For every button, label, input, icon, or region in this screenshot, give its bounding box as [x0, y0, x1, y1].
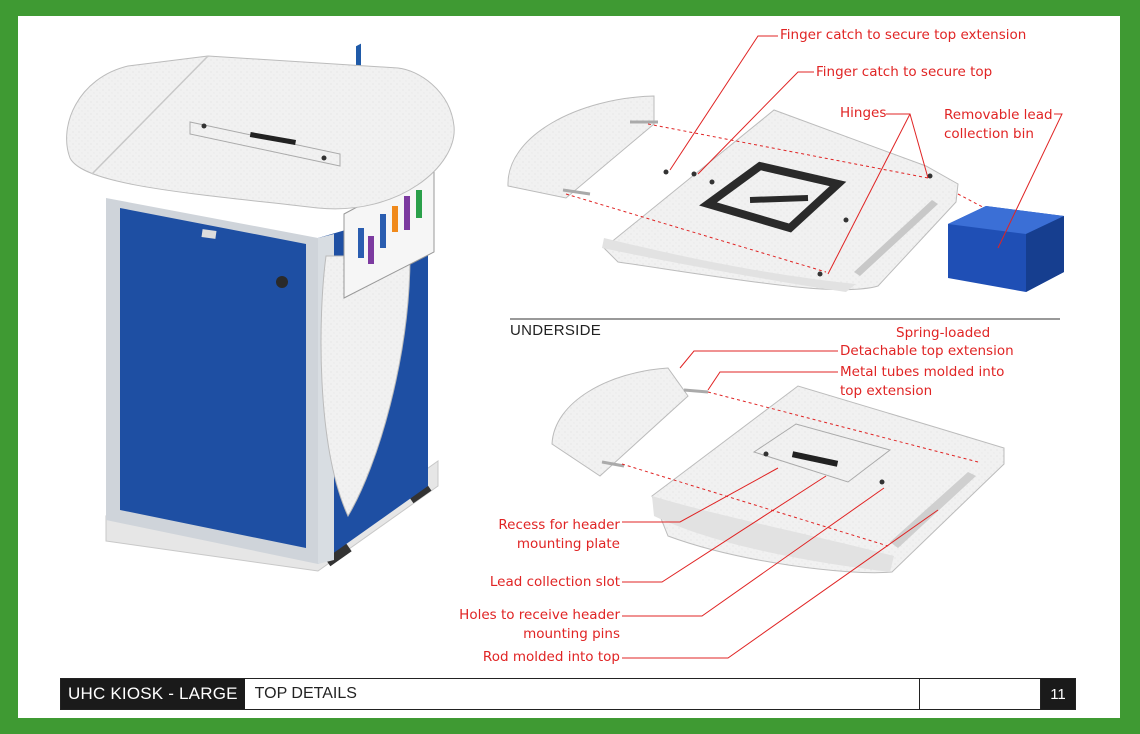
callout-finger-catch-top: Finger catch to secure top: [816, 64, 993, 80]
page-footer: UHC KIOSK - LARGE TOP DETAILS 11: [60, 678, 1076, 710]
callout-detachable-extension: Detachable top extension: [840, 343, 1014, 359]
catalog-page: Finger catch to secure top extension Fin…: [18, 16, 1120, 718]
kiosk-illustration: [66, 43, 455, 572]
callout-removable-bin-line1: Removable lead: [944, 107, 1053, 123]
footer-blank-cell: [920, 679, 1041, 709]
callout-holes-line1: Holes to receive header: [459, 607, 620, 623]
callout-rod: Rod molded into top: [482, 649, 620, 665]
section-title: TOP DETAILS: [245, 679, 920, 709]
callout-recess-line2: mounting plate: [516, 536, 620, 552]
callout-holes: Holes to receive header mounting pins: [430, 606, 620, 644]
callout-lead-slot: Lead collection slot: [489, 574, 620, 590]
leader-lines: [622, 35, 1063, 659]
callout-hinges: Hinges: [840, 105, 887, 121]
callout-finger-catch-extension: Finger catch to secure top extension: [780, 27, 1027, 43]
kiosk-illustrations: [66, 35, 1065, 659]
section-label-underside: UNDERSIDE: [510, 322, 602, 339]
callout-recess-line1: Recess for header: [498, 517, 620, 533]
callout-metal-tubes-line2: top extension: [840, 383, 933, 399]
page-number: 11: [1041, 679, 1075, 709]
document-title: UHC KIOSK - LARGE: [61, 679, 245, 709]
callout-recess: Recess for header mounting plate: [470, 516, 620, 554]
callout-metal-tubes-line1: Metal tubes molded into: [840, 364, 1005, 380]
callout-metal-tubes: Metal tubes molded into top extension: [840, 363, 1004, 401]
callout-removable-bin-line2: collection bin: [944, 126, 1034, 142]
callout-holes-line2: mounting pins: [523, 626, 620, 642]
callout-spring-loaded: Spring-loaded: [896, 325, 991, 341]
top-view-illustration: [507, 95, 1065, 292]
callout-removable-bin: Removable lead collection bin: [944, 106, 1053, 144]
